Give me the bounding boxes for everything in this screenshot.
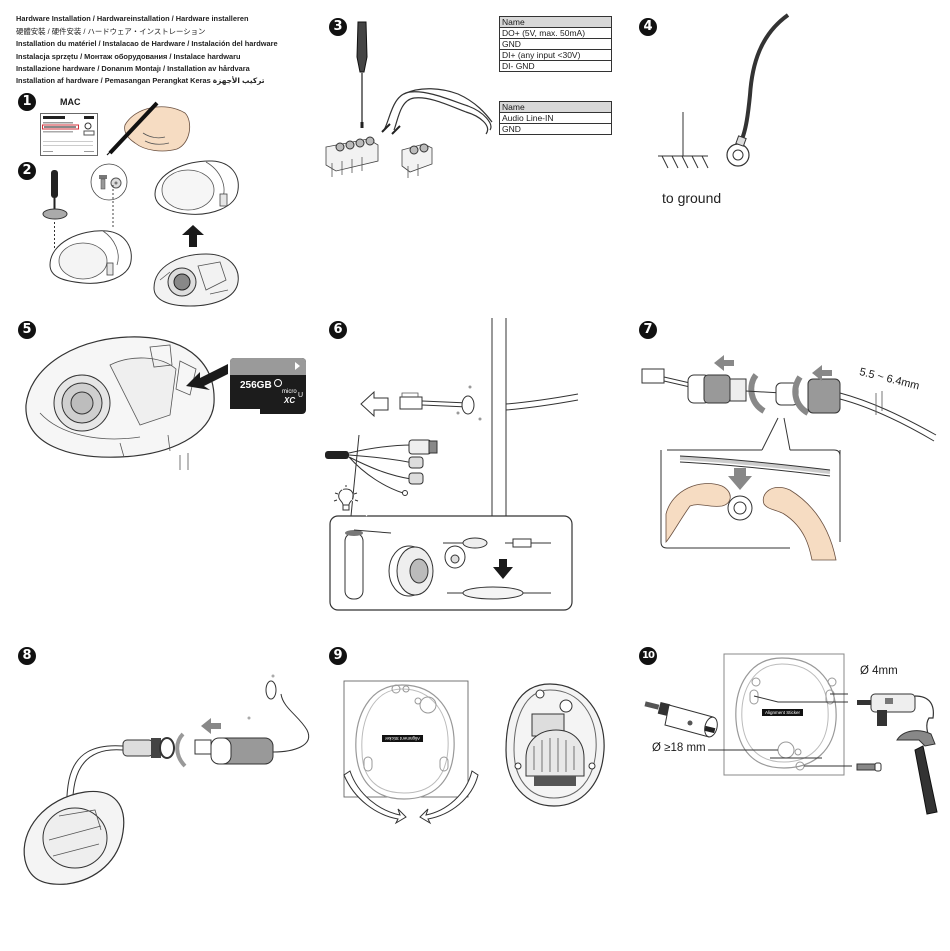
step-2-screwdriver-icon [42, 170, 68, 248]
io-table-row: DI+ (any input <30V) [499, 49, 612, 61]
large-hole-diameter-label: Ø ≥18 mm [652, 742, 706, 754]
step-3-badge: 3 [329, 18, 347, 36]
mac-label: MAC [60, 97, 81, 107]
sd-card-top-band [230, 358, 306, 375]
hammer-icon [896, 730, 938, 815]
small-hole-diameter-label: Ø 4mm [860, 665, 898, 677]
power-drill-icon [857, 693, 934, 741]
alignment-sticker-label-flipped: Alignment Sticker [382, 735, 424, 742]
audio-table-row: Audio Line-IN [499, 112, 612, 124]
title-line-5: Installazione hardware / Donanım Montajı… [16, 64, 250, 73]
connect-network-cable-illustration [23, 674, 310, 885]
mac-label-sticker-illustration [40, 113, 98, 156]
audio-table-header: Name [499, 101, 612, 113]
insert-arrow-icon [186, 364, 228, 390]
step-1-badge: 1 [18, 93, 36, 111]
to-ground-label: to ground [662, 190, 722, 206]
micro-sd-card: 256GB micro XC U [230, 358, 306, 415]
io-table-header: Name [499, 16, 612, 28]
title-line-1: Hardware Installation / Hardwareinstalla… [16, 14, 249, 23]
alignment-sticker-label: Alignment Sticker [762, 709, 804, 716]
step-7-badge: 7 [639, 321, 657, 339]
waterproofing-detail-box [328, 434, 573, 611]
audio-pin-table: Name Audio Line-IN GND [499, 101, 612, 135]
camera-base-illustration [153, 253, 239, 307]
tip-lightbulb-icon [333, 485, 359, 511]
step-3-screwdriver-icon [356, 21, 368, 128]
step-6-badge: 6 [329, 321, 347, 339]
cable-pigtail-illustration [325, 439, 438, 496]
title-line-6: Installation af hardware / Pemasangan Pe… [16, 76, 265, 85]
step-5-badge: 5 [18, 321, 36, 339]
sd-class-10-icon [274, 379, 282, 387]
wires-illustration [381, 88, 493, 135]
sd-capacity-label: 256GB [240, 380, 272, 391]
terminal-block-4pin-icon [325, 136, 379, 177]
wall-anchor-icon [856, 762, 882, 772]
step-8-badge: 8 [18, 647, 36, 665]
title-line-2: 硬體安裝 / 硬件安装 / ハードウェア・インストレーション [16, 27, 206, 36]
sd-card-notch [230, 409, 260, 415]
step-2-badge: 2 [18, 162, 36, 180]
screw-detail-circle [90, 163, 128, 201]
wall-illustration [491, 318, 579, 518]
audio-table-row: GND [499, 123, 612, 135]
step-4-badge: 4 [639, 18, 657, 36]
ground-cable-ring-terminal-icon [726, 13, 790, 167]
io-table-row: DI- GND [499, 60, 612, 72]
sd-xc-label: XC [284, 396, 296, 405]
camera-base-inside-view-illustration [505, 683, 605, 807]
terminal-block-2pin-icon [401, 143, 433, 178]
io-pin-table: Name DO+ (5V, max. 50mA) GND DI+ (any in… [499, 16, 612, 72]
sd-insert-direction-icon [295, 362, 300, 370]
camera-internal-illustration [25, 336, 215, 470]
hole-saw-icon [644, 701, 718, 738]
step-9-badge: 9 [329, 647, 347, 665]
dome-cover-removed-illustration [49, 185, 132, 284]
gasket-insertion-detail [660, 417, 841, 561]
title-line-3: Installation du matériel / Instalacao de… [16, 39, 278, 48]
up-arrow-icon [182, 225, 204, 247]
sd-uhs-icon: U [298, 392, 304, 399]
rj45-cable-through-wall-icon [399, 385, 482, 421]
ground-symbol-icon [658, 112, 709, 169]
left-outline-arrow-icon [360, 390, 389, 418]
alignment-sticker-rotated-illustration [343, 680, 479, 825]
title-line-4: Instalacja sprzętu / Монтаж оборудования… [16, 52, 241, 61]
io-table-row: GND [499, 38, 612, 50]
step-10-badge: 10 [639, 647, 657, 665]
io-table-row: DO+ (5V, max. 50mA) [499, 27, 612, 39]
dome-cover-illustration [154, 160, 239, 215]
hand-with-pen-illustration [106, 101, 191, 156]
sd-micro-label: micro [282, 389, 297, 395]
waterproof-connector-assembly-illustration [641, 355, 937, 442]
